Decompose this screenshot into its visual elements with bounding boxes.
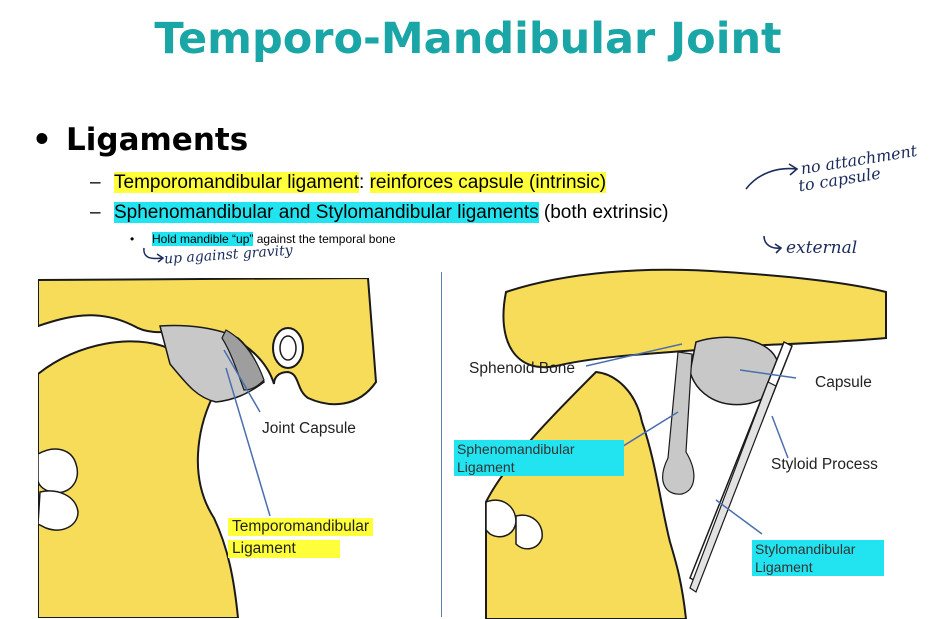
label-spheno-line1: Sphenomandibular — [457, 441, 575, 457]
arrow-head-external — [774, 243, 783, 254]
arrow-head-up — [788, 163, 799, 176]
label-stylomandibular-ligament: Stylomandibular Ligament — [752, 540, 884, 576]
label-styloid-process: Styloid Process — [771, 456, 878, 473]
hook-arrow-external — [763, 235, 781, 249]
note-external: external — [786, 238, 858, 258]
pointer-joint-capsule — [223, 349, 261, 413]
bullet-ligaments: • Ligaments — [32, 122, 248, 158]
right-mandible — [485, 370, 688, 619]
pointer-stylomandibular — [715, 499, 763, 535]
bullet-label: Ligaments — [66, 122, 249, 158]
pointer-sphenoid-bone — [585, 343, 683, 367]
label-spheno-line2: Ligament — [457, 459, 515, 475]
figure-divider — [441, 272, 442, 617]
gravity-arrow-head — [156, 253, 165, 263]
note-up-against-gravity: up against gravity — [163, 242, 294, 268]
tooth-1 — [38, 448, 79, 494]
label-stylo-line1: Stylomandibular — [755, 541, 856, 557]
handwritten-arrows — [745, 163, 799, 254]
gravity-hook — [143, 247, 163, 260]
ear-canal-inner — [279, 335, 297, 361]
pointer-tm-ligament — [225, 367, 271, 517]
tooth-2 — [38, 490, 79, 531]
slide-title: Temporo-Mandibular Joint — [154, 14, 782, 64]
right-tmj-illustration — [485, 268, 887, 619]
curved-arrow-up — [745, 167, 797, 190]
subitem-rest: against the temporal bone — [253, 232, 396, 246]
item-spheno-stylo: –Sphenomandibular and Stylomandibular li… — [90, 202, 668, 224]
label-stylo-line2: Ligament — [755, 559, 813, 575]
term-hold-up: Hold mandible “up” — [152, 232, 254, 246]
label-joint-capsule: Joint Capsule — [262, 420, 356, 437]
dash: – — [90, 172, 101, 193]
pointer-styloid-process — [771, 415, 789, 459]
term-reinforces: reinforces capsule (intrinsic) — [369, 172, 607, 193]
pointer-sphenomandibular — [619, 411, 679, 449]
label-tm-ligament-2: Ligament — [228, 540, 340, 558]
colon: : — [359, 172, 370, 193]
term-tm-ligament: Temporomandibular ligament — [114, 172, 360, 193]
term-spheno-stylo: Sphenomandibular and Stylomandibular lig… — [114, 202, 539, 223]
left-tmj-illustration — [38, 278, 378, 618]
tm-ligament-shape — [221, 329, 265, 391]
dash: – — [90, 202, 101, 223]
ear-canal — [272, 327, 304, 369]
temporal-bone — [38, 278, 378, 406]
bullet-dot: • — [32, 122, 52, 158]
pointer-capsule — [739, 369, 797, 379]
hook-arrow-gravity — [143, 247, 165, 263]
stylomandibular-ligament-shape — [689, 381, 777, 593]
right-tooth-2 — [515, 514, 543, 550]
label-sphenomandibular-ligament: Sphenomandibular Ligament — [454, 440, 624, 476]
label-tm-ligament-1: Temporomandibular — [228, 518, 373, 536]
subitem-hold-mandible: • Hold mandible “up” against the temporal… — [130, 232, 396, 246]
small-bullet: • — [130, 232, 135, 246]
skull-base — [502, 268, 887, 369]
item-temporomandibular: –Temporomandibular ligament: reinforces … — [90, 172, 607, 194]
extrinsic-text: (both extrinsic) — [538, 202, 669, 223]
label-sphenoid-bone: Sphenoid Bone — [469, 360, 576, 377]
sphenomandibular-ligament-shape — [662, 351, 695, 495]
label-capsule: Capsule — [815, 374, 872, 391]
